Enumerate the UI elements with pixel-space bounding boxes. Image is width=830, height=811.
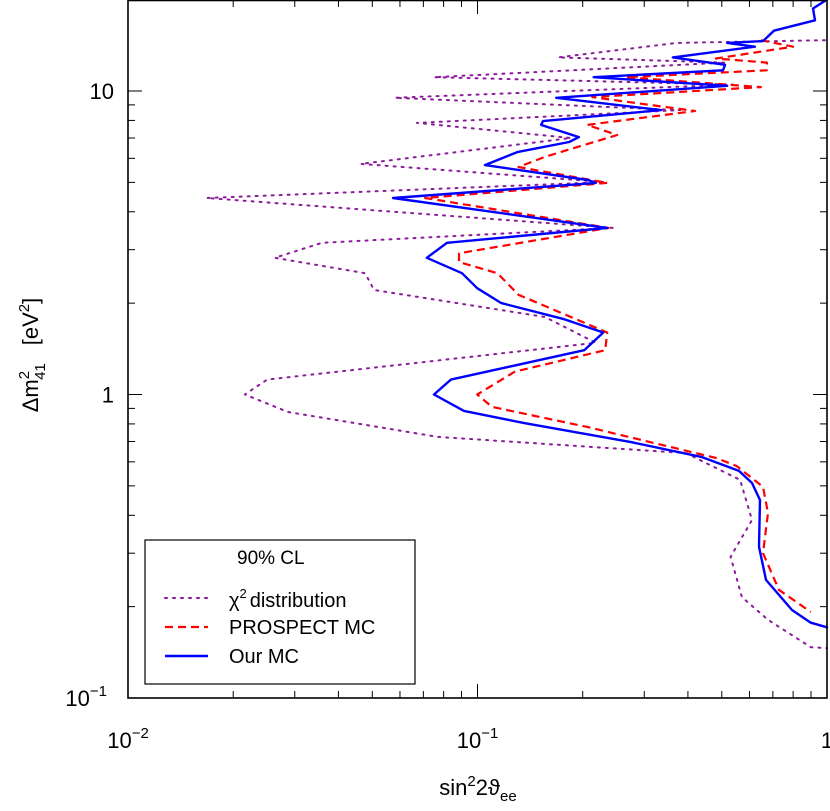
x-tick-label: 1	[821, 728, 830, 753]
legend-label-prospect: PROSPECT MC	[229, 617, 375, 639]
x-tick-label: 10−1	[457, 725, 499, 753]
legend-title: 90% CL	[237, 548, 305, 569]
legend-label-our-mc: Our MC	[229, 646, 299, 668]
series-line-2	[391, 0, 829, 629]
series-line-0	[205, 39, 828, 650]
x-tick-label: 10−2	[107, 725, 149, 753]
legend-box	[144, 539, 416, 685]
y-tick-label: 10	[90, 79, 114, 104]
plot-frame	[127, 0, 828, 699]
y-tick-labels: 10−1 1 10	[65, 79, 114, 711]
series-line-1	[424, 39, 812, 613]
y-tick-label: 1	[102, 383, 114, 408]
curves	[205, 0, 829, 650]
y-axis-label: Δm241[eV2]	[16, 298, 49, 413]
y-tick-label: 10−1	[65, 683, 107, 711]
x-tick-labels: 10−2 10−1 1	[107, 725, 830, 753]
x-axis-label: sin22ϑee	[439, 773, 516, 805]
